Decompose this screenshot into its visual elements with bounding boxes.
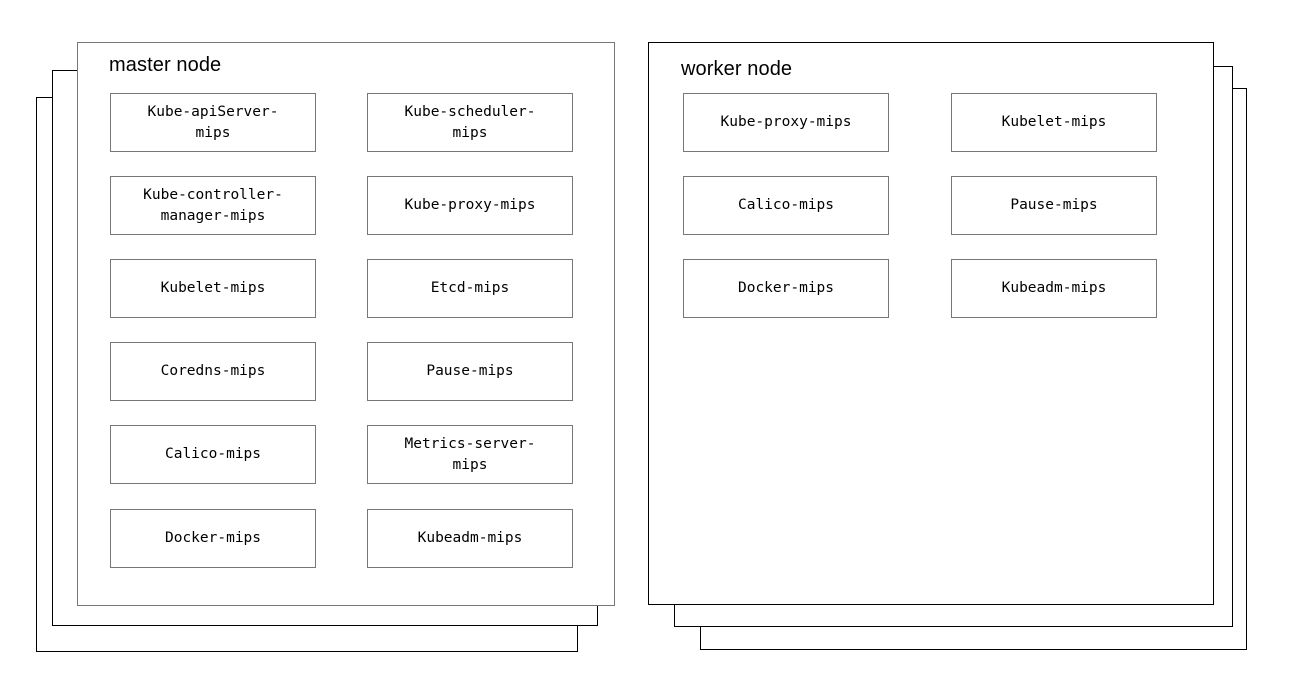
component-box-calico-mips[interactable]: Calico-mips	[683, 176, 889, 235]
component-label: Calico-mips	[164, 446, 262, 462]
component-label: Kube-apiServer- mips	[147, 103, 279, 141]
component-label: Metrics-server- mips	[404, 435, 536, 473]
component-label: Pause-mips	[1010, 197, 1098, 213]
worker-node-title: worker node	[681, 58, 793, 80]
component-box-docker-mips[interactable]: Docker-mips	[683, 259, 889, 318]
component-label: Kubeadm-mips	[417, 530, 523, 546]
component-box-kubelet-mips[interactable]: Kubelet-mips	[951, 93, 1157, 152]
component-box-etcd-mips[interactable]: Etcd-mips	[367, 259, 573, 318]
component-label: Kube-proxy-mips	[720, 114, 852, 130]
component-label: Etcd-mips	[430, 280, 510, 296]
component-label: Kubelet-mips	[160, 280, 266, 296]
component-box-kubeadm-mips[interactable]: Kubeadm-mips	[951, 259, 1157, 318]
component-box-kubeadm-mips[interactable]: Kubeadm-mips	[367, 509, 573, 568]
component-box-kube-apiserver-mips[interactable]: Kube-apiServer- mips	[110, 93, 316, 152]
component-box-metrics-server-mips[interactable]: Metrics-server- mips	[367, 425, 573, 484]
component-box-calico-mips[interactable]: Calico-mips	[110, 425, 316, 484]
component-label: Docker-mips	[737, 280, 835, 296]
component-label: Kube-proxy-mips	[404, 197, 536, 213]
component-box-kube-proxy-mips[interactable]: Kube-proxy-mips	[683, 93, 889, 152]
component-box-pause-mips[interactable]: Pause-mips	[367, 342, 573, 401]
master-card-front[interactable]: master node Kube-apiServer- mips Kube-sc…	[77, 42, 615, 606]
component-box-coredns-mips[interactable]: Coredns-mips	[110, 342, 316, 401]
component-label: Coredns-mips	[160, 363, 266, 379]
component-box-kube-controller-manager-mips[interactable]: Kube-controller- manager-mips	[110, 176, 316, 235]
component-box-kube-proxy-mips[interactable]: Kube-proxy-mips	[367, 176, 573, 235]
worker-card-front[interactable]: worker node Kube-proxy-mips Kubelet-mips…	[648, 42, 1214, 605]
component-label: Pause-mips	[426, 363, 514, 379]
component-box-pause-mips[interactable]: Pause-mips	[951, 176, 1157, 235]
component-label: Docker-mips	[164, 530, 262, 546]
component-label: Kubeadm-mips	[1001, 280, 1107, 296]
component-label: Kube-controller- manager-mips	[143, 186, 283, 224]
component-label: Kubelet-mips	[1001, 114, 1107, 130]
component-box-docker-mips[interactable]: Docker-mips	[110, 509, 316, 568]
component-box-kubelet-mips[interactable]: Kubelet-mips	[110, 259, 316, 318]
component-box-kube-scheduler-mips[interactable]: Kube-scheduler- mips	[367, 93, 573, 152]
master-node-title: master node	[109, 54, 222, 76]
component-label: Kube-scheduler- mips	[404, 103, 536, 141]
component-label: Calico-mips	[737, 197, 835, 213]
